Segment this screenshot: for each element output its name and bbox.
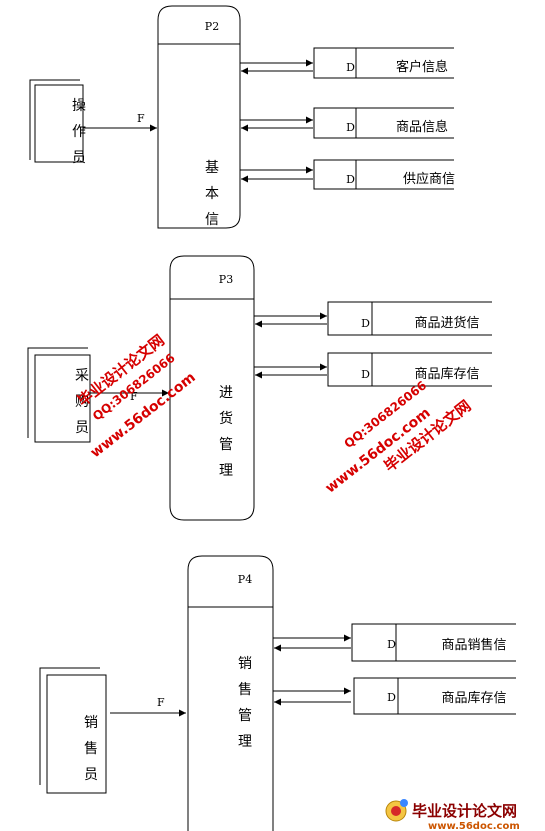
input-flow-arrow: F xyxy=(83,112,157,132)
external-label-char: 购 xyxy=(75,394,89,410)
process-label-char: 销 xyxy=(238,656,252,672)
store-id: D xyxy=(346,121,355,134)
store-id: D xyxy=(387,638,396,651)
process-id: P2 xyxy=(205,20,219,33)
diagram-p3: 采 购 员 F P3 进 货 管 理 D 商品进货信 D xyxy=(27,255,492,521)
process-label-char: 进 xyxy=(219,385,233,401)
process-label-char: 管 xyxy=(219,437,233,453)
external-label-char: 员 xyxy=(72,150,86,166)
process-label-char: 售 xyxy=(238,682,252,698)
store-name: 商品信息 xyxy=(396,119,448,135)
process-label-char: 理 xyxy=(238,734,252,750)
flow-label: F xyxy=(130,390,138,403)
store-name: 供应商信 xyxy=(403,171,455,187)
store-id: D xyxy=(387,691,396,704)
external-entity-purchaser: 采 购 员 xyxy=(27,347,91,443)
store-name: 商品销售信 xyxy=(441,637,506,653)
external-label-char: 采 xyxy=(75,368,89,384)
store-name: 商品库存信 xyxy=(441,690,506,706)
input-flow-arrow: F xyxy=(90,389,169,403)
store-name: 商品库存信 xyxy=(414,366,479,382)
external-label-char: 操 xyxy=(72,98,86,114)
store-id: D xyxy=(361,317,370,330)
store-id: D xyxy=(361,368,370,381)
watermark-right: QQ:306826066 www.56doc.com 毕业设计论文网 xyxy=(322,378,474,496)
diagram-p4: 销 售 员 F P4 销 售 管 理 D 商品销售信 D xyxy=(39,555,516,831)
process-label-char: 理 xyxy=(219,463,233,479)
process-label-char: 信 xyxy=(205,212,219,228)
logo-title: 毕业设计论文网 xyxy=(412,802,517,820)
external-label-char: 员 xyxy=(84,767,98,783)
store-id: D xyxy=(346,173,355,186)
process-id: P3 xyxy=(219,273,233,286)
data-store: D 客户信息 xyxy=(313,47,454,79)
data-store: D 商品销售信 xyxy=(351,623,516,662)
process-p4: P4 销 售 管 理 xyxy=(187,555,274,831)
external-entity-salesperson: 销 售 员 xyxy=(39,667,107,794)
external-label-char: 作 xyxy=(72,124,86,140)
external-label-char: 员 xyxy=(75,420,89,436)
external-label-char: 售 xyxy=(84,741,98,757)
store-id: D xyxy=(346,61,355,74)
process-p2: P2 基 本 信 xyxy=(157,5,241,229)
logo-icon xyxy=(385,799,408,822)
logo-url: www.56doc.com xyxy=(428,821,520,831)
diagram-p2: 操 作 员 F P2 基 本 信 D 客户信息 D xyxy=(29,5,455,229)
process-label-char: 管 xyxy=(238,708,252,724)
flow-label: F xyxy=(157,696,165,709)
external-entity-operator: 操 作 员 xyxy=(29,79,86,166)
data-store: D 商品信息 xyxy=(313,107,454,139)
data-store: D 商品进货信 xyxy=(327,301,492,336)
flow-label: F xyxy=(137,112,145,125)
input-flow-arrow: F xyxy=(110,696,186,717)
store-name: 客户信息 xyxy=(396,59,448,75)
process-label-char: 本 xyxy=(205,186,219,202)
process-p3: P3 进 货 管 理 xyxy=(169,255,255,521)
data-store: D 商品库存信 xyxy=(353,677,516,715)
external-label-char: 销 xyxy=(84,715,98,731)
process-label-char: 基 xyxy=(205,159,219,176)
store-name: 商品进货信 xyxy=(414,315,479,331)
process-id: P4 xyxy=(238,573,252,586)
footer-logo: 毕业设计论文网 www.56doc.com xyxy=(385,799,520,831)
data-store: D 供应商信 xyxy=(313,159,455,190)
process-label-char: 货 xyxy=(219,410,233,427)
data-store: D 商品库存信 xyxy=(327,352,492,387)
